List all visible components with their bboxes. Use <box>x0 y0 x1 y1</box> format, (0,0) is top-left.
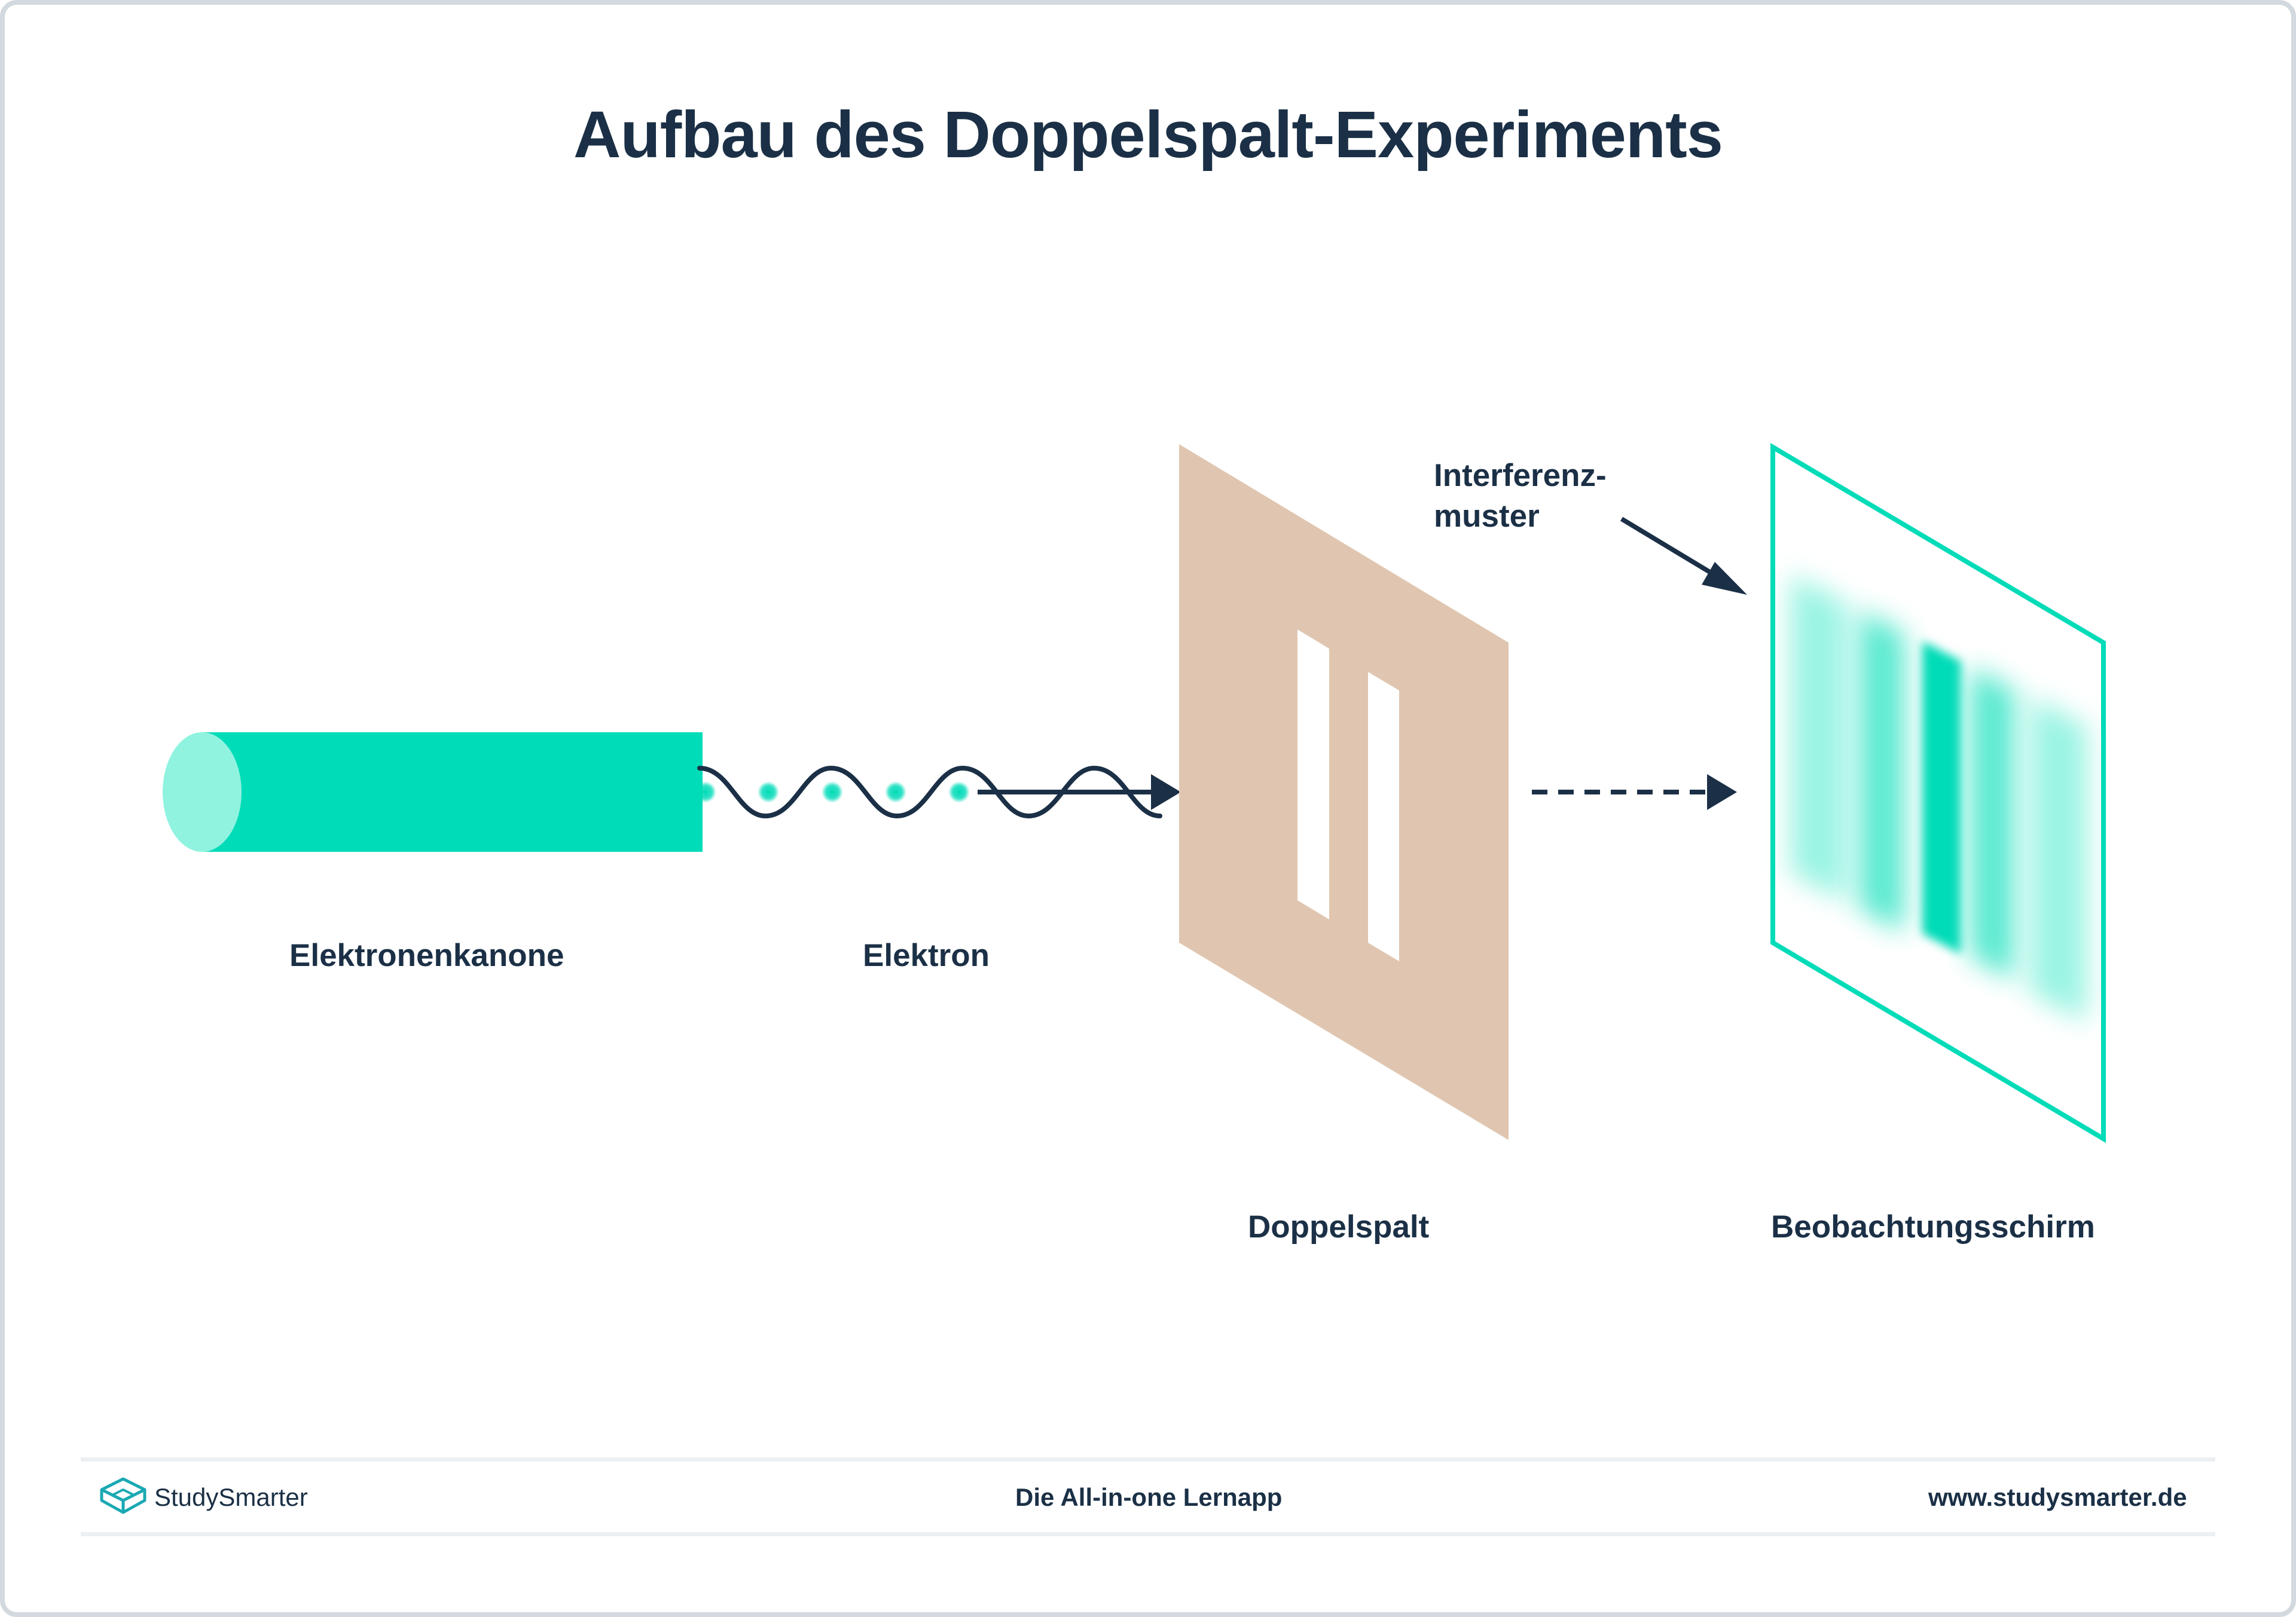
diagram-title: Aufbau des Doppelspalt-Experiments <box>573 98 1723 172</box>
pattern-band <box>1791 574 1848 903</box>
label-observation-screen: Beobachtungsschirm <box>1771 1209 2095 1245</box>
observation-screen <box>1770 442 2106 1144</box>
electron-dot <box>695 781 716 803</box>
arrow-head-icon <box>1702 562 1747 595</box>
arrow-head-icon <box>1151 774 1181 810</box>
slit-opening-2 <box>1368 672 1399 961</box>
electron-gun-end <box>649 732 703 852</box>
pattern-band <box>2030 696 2087 1022</box>
footer-divider-bottom <box>81 1532 2215 1536</box>
studysmarter-brand: StudySmarter <box>154 1483 308 1511</box>
electron-dot <box>948 781 970 803</box>
label-electron: Elektron <box>863 938 990 973</box>
label-interference-pattern: Interferenz- muster <box>1434 458 1607 534</box>
arrow-head-icon <box>1707 774 1737 810</box>
label-electron-gun: Elektronenkanone <box>289 938 564 973</box>
electron-arrow <box>978 774 1181 810</box>
footer-tagline: Die All-in-one Lernapp <box>1015 1483 1283 1511</box>
pattern-pointer-arrow <box>1620 516 1747 595</box>
pattern-band <box>1970 667 2015 980</box>
pattern-band <box>1860 610 1904 933</box>
electron-dot <box>885 781 906 803</box>
electron-gun-body <box>203 732 703 852</box>
label-double-slit: Doppelspalt <box>1248 1209 1430 1245</box>
electron-gun-opening <box>163 732 242 852</box>
electron-gun <box>163 732 703 852</box>
slit-opening-1 <box>1297 629 1329 919</box>
electron-dot <box>758 781 779 803</box>
electron-dot <box>822 781 843 803</box>
double-slit-plate <box>1179 444 1509 1140</box>
electron-dots <box>695 781 970 803</box>
footer-divider-top <box>81 1457 2215 1462</box>
studysmarter-logo-icon <box>100 1477 146 1514</box>
electron-wave <box>697 765 1162 819</box>
interference-pattern <box>1791 574 2087 1022</box>
pattern-band-center <box>1922 641 1961 954</box>
slit-plate <box>1179 444 1509 1140</box>
dashed-arrow <box>1532 774 1737 810</box>
footer-url[interactable]: www.studysmarter.de <box>1928 1483 2187 1511</box>
